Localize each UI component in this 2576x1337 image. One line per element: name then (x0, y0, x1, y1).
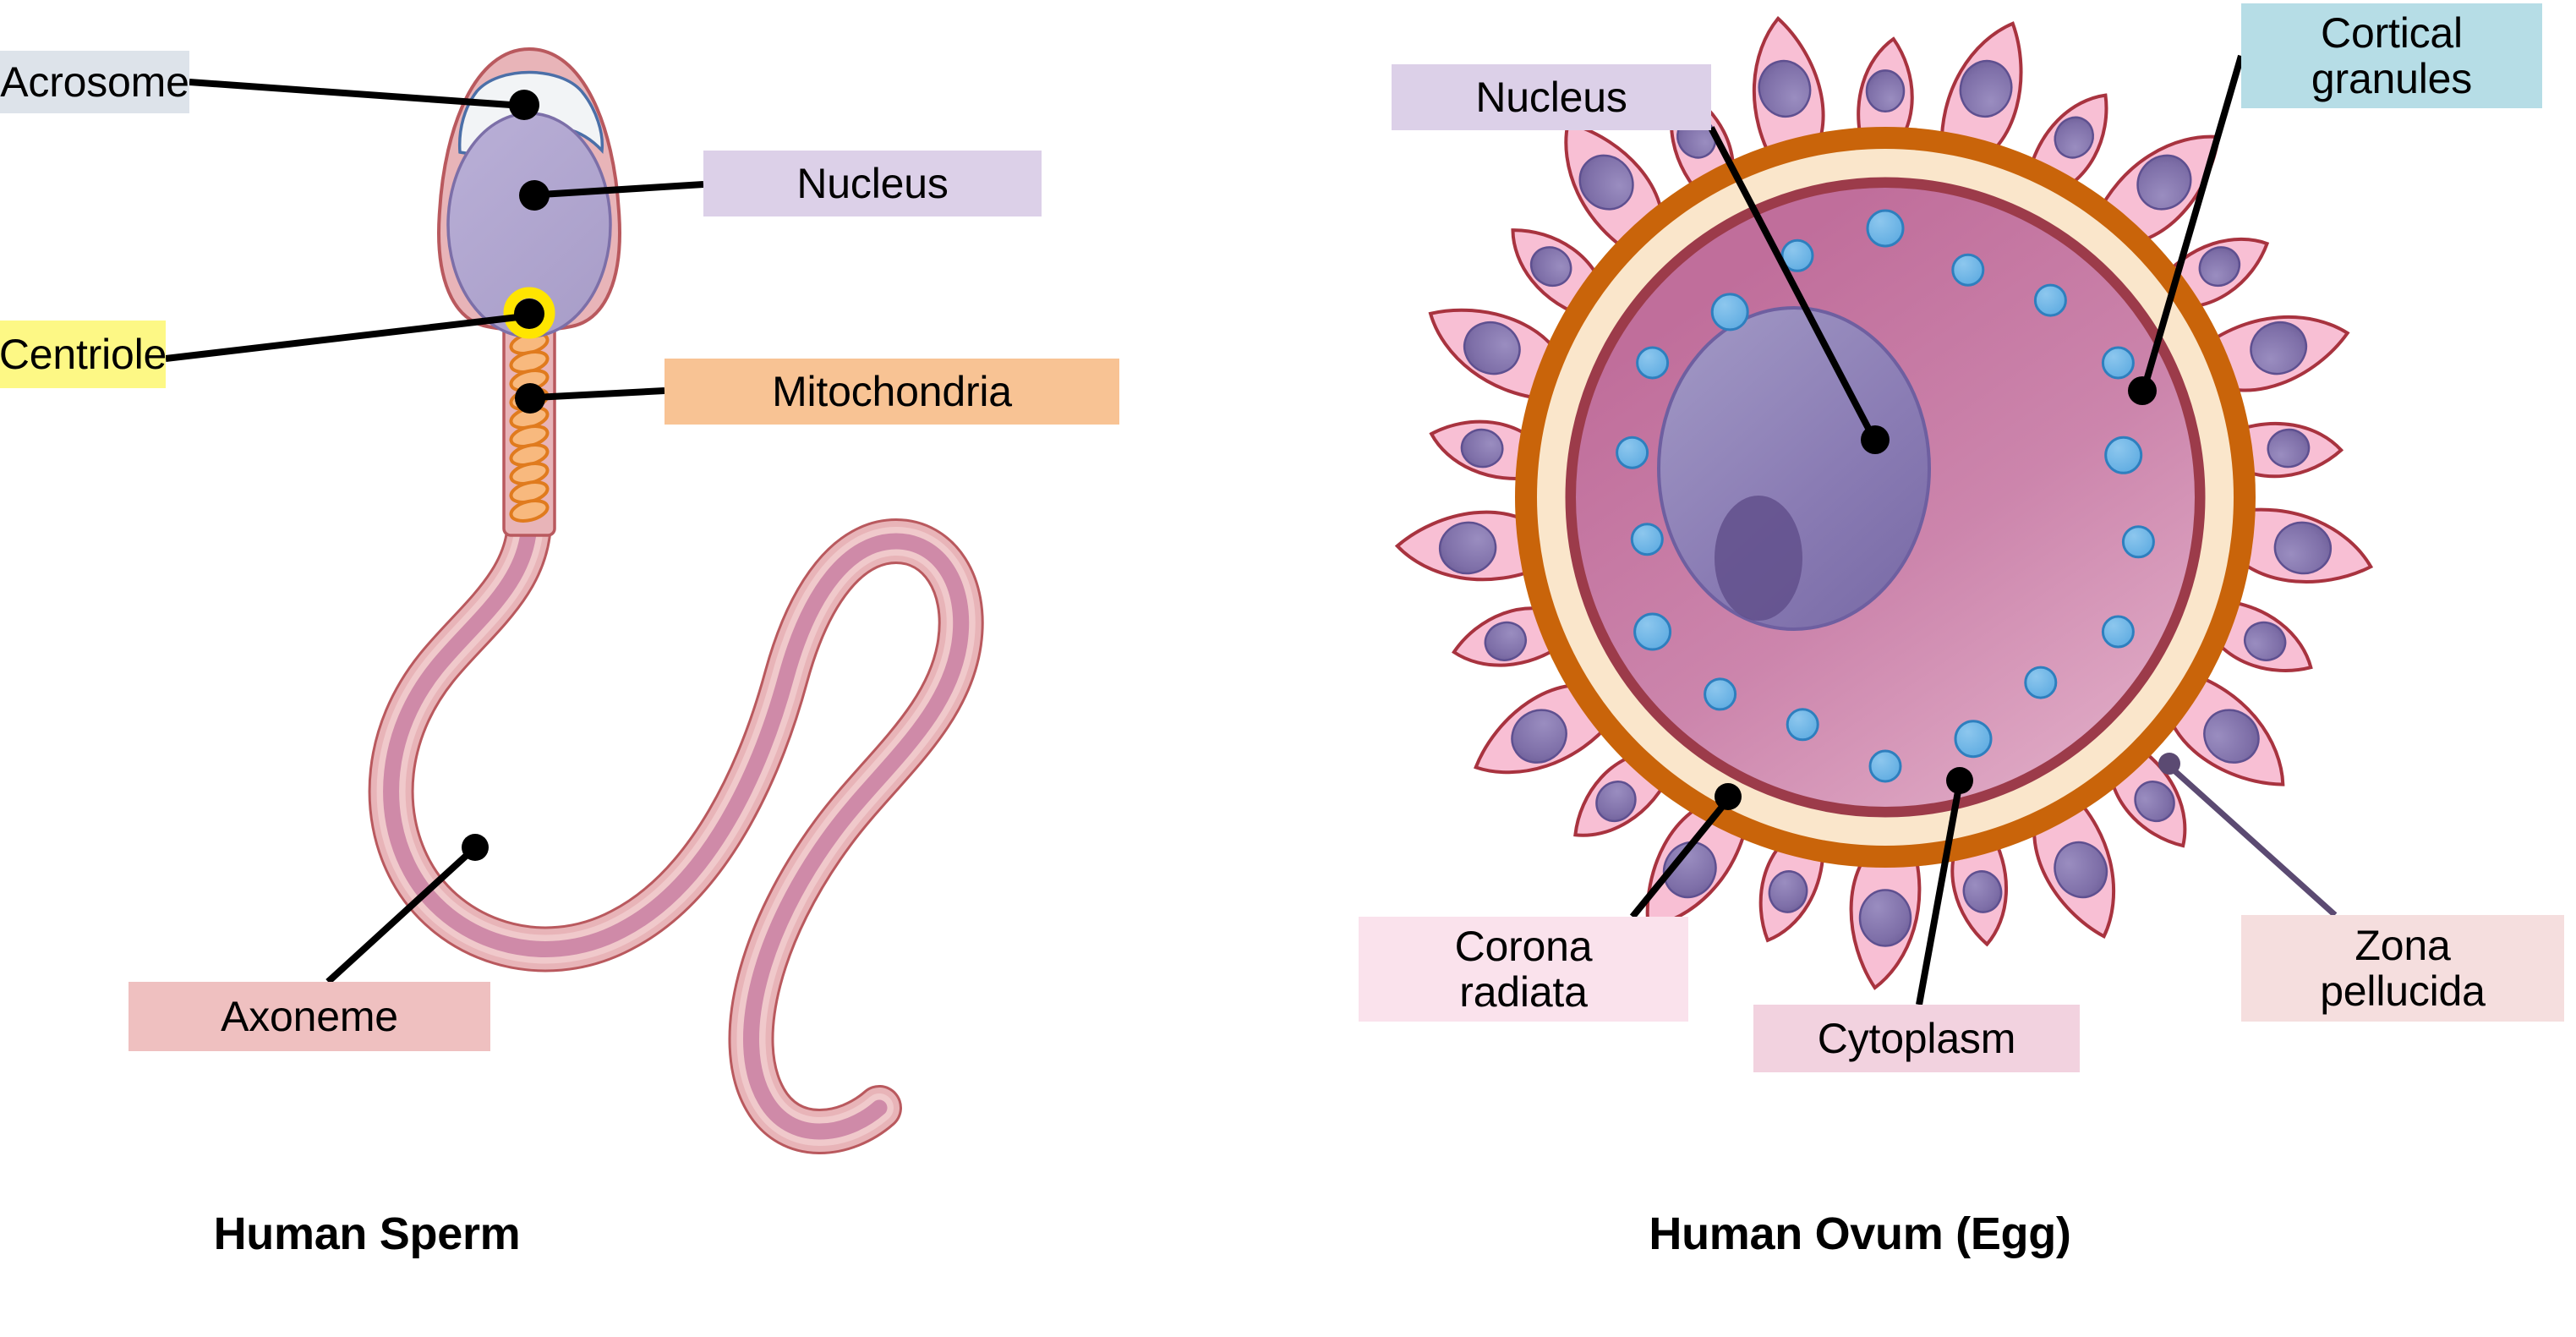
corona-cell-nucleus (2136, 154, 2192, 211)
cortical-granule (1704, 677, 1737, 711)
corona-cell-nucleus (1460, 428, 1504, 468)
corona-cell-nucleus (2198, 246, 2241, 288)
dot-axoneme (462, 834, 489, 861)
dot-nucleus-ovum (1861, 425, 1890, 454)
label-acrosome[interactable]: Acrosome (0, 51, 189, 113)
leader-cytoplasm (1916, 781, 1963, 1005)
ovum-leader-dots (1715, 376, 2180, 810)
sperm-illustration (165, 47, 984, 1154)
cortical-granule (2024, 666, 2058, 699)
label-zona-pellucida[interactable]: Zona pellucida (2241, 915, 2564, 1022)
dot-acrosome (509, 90, 539, 120)
corona-cell-nucleus (1463, 321, 1521, 375)
cortical-granule (1868, 749, 1902, 783)
leader-corona-radiata (1629, 795, 1733, 919)
corona-cell-nucleus (2267, 428, 2311, 468)
corona-cell-nucleus (2250, 321, 2308, 375)
panel-title-sperm: Human Sperm (213, 1208, 521, 1259)
corona-cell-nucleus (2243, 621, 2287, 661)
sperm-tail (368, 497, 984, 1154)
cortical-granules (1616, 209, 2155, 783)
sperm-midpiece (502, 310, 556, 537)
corona-radiata (1394, 16, 2374, 990)
dot-zona-pellucida (2158, 753, 2180, 775)
dot-corona-radiata (1715, 783, 1742, 810)
leader-zona-pellucida (2166, 763, 2338, 918)
corona-cell-nucleus (1484, 621, 1528, 661)
dot-centriole (514, 299, 544, 329)
corona-cell-nucleus (2203, 709, 2260, 764)
ovum-leader-lines (1629, 54, 2338, 1005)
label-mitochondria[interactable]: Mitochondria (665, 359, 1119, 425)
corona-cell-nucleus (1595, 781, 1637, 823)
label-axoneme[interactable]: Axoneme (129, 982, 490, 1051)
cortical-granule (2033, 283, 2067, 317)
leader-centriole (165, 314, 519, 362)
centriole-ring (503, 287, 555, 339)
dot-cytoplasm (1946, 767, 1973, 794)
panel-title-ovum: Human Ovum (Egg) (1649, 1208, 2071, 1259)
leader-acrosome (189, 79, 523, 109)
cortical-granule (1786, 708, 1819, 742)
leader-nucleus-ovum (1708, 126, 1877, 440)
cortical-granule (1866, 209, 1905, 248)
corona-cell-nucleus (1511, 709, 1567, 764)
cortical-granule (1954, 720, 1993, 759)
nucleolus (1715, 496, 1802, 621)
cortical-granule (1636, 346, 1670, 380)
dot-nucleus-sperm (519, 180, 550, 211)
label-nucleus-ovum[interactable]: Nucleus (1392, 64, 1711, 130)
label-nucleus-sperm[interactable]: Nucleus (703, 151, 1042, 216)
cortical-granule (1633, 612, 1672, 651)
label-corona-radiata[interactable]: Corona radiata (1359, 917, 1688, 1022)
label-cortical-granules[interactable]: Cortical granules (2241, 3, 2542, 108)
cortical-granule (2104, 436, 2143, 474)
corona-cell-nucleus (1662, 841, 1717, 899)
dot-cortical-granules (2128, 376, 2157, 405)
ovum-illustration (1394, 16, 2374, 990)
corona-cell-nucleus (1768, 870, 1808, 913)
axoneme-core (383, 512, 970, 1140)
label-cytoplasm[interactable]: Cytoplasm (1753, 1005, 2080, 1072)
cortical-granule (2121, 525, 2155, 559)
dot-mitochondria (515, 383, 545, 414)
corona-cell-nucleus (2134, 781, 2175, 823)
corona-cell-nucleus (1578, 154, 1634, 211)
corona-cell-nucleus (1959, 59, 2013, 118)
corona-cell-nucleus (2273, 521, 2333, 575)
leader-cortical-granules (2141, 54, 2245, 391)
corona-cell-nucleus (1529, 246, 1572, 288)
sperm-leader-dots (462, 90, 550, 861)
oolemma (1565, 177, 2206, 818)
cortical-granule (1710, 293, 1749, 332)
leader-axoneme (325, 847, 476, 984)
corona-cell-nucleus (1962, 870, 2003, 913)
leader-nucleus-sperm (540, 181, 704, 198)
cortical-granule (1616, 436, 1649, 469)
corona-cell-nucleus (1758, 59, 1812, 118)
cortical-granule (1780, 238, 1814, 272)
cortical-granule (2101, 615, 2135, 649)
sperm-leader-lines (165, 79, 704, 984)
leader-mitochondria (533, 387, 665, 401)
cortical-granule (2101, 346, 2135, 380)
label-centriole[interactable]: Centriole (0, 321, 167, 388)
cortical-granule (1630, 523, 1664, 556)
cortical-granule (1951, 253, 1985, 287)
corona-cell-nucleus (2054, 116, 2094, 159)
mitochondria-helix (509, 313, 550, 523)
corona-cell-nucleus (1865, 69, 1906, 113)
corona-cell-nucleus (1858, 889, 1912, 947)
corona-cell-nucleus (1438, 521, 1497, 575)
corona-cell-nucleus (2054, 841, 2108, 899)
